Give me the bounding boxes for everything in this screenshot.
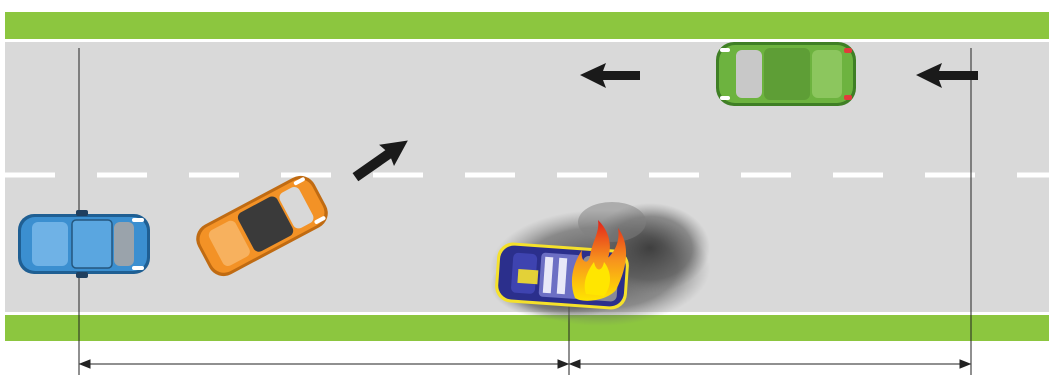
dimension-arrow-left-segment [80, 360, 568, 368]
dimension-arrow-right-segment [570, 360, 970, 368]
grass-strip-bottom [5, 315, 1049, 341]
car-icon [716, 42, 856, 106]
car-icon [18, 210, 150, 278]
grass-strip-top [5, 12, 1049, 39]
